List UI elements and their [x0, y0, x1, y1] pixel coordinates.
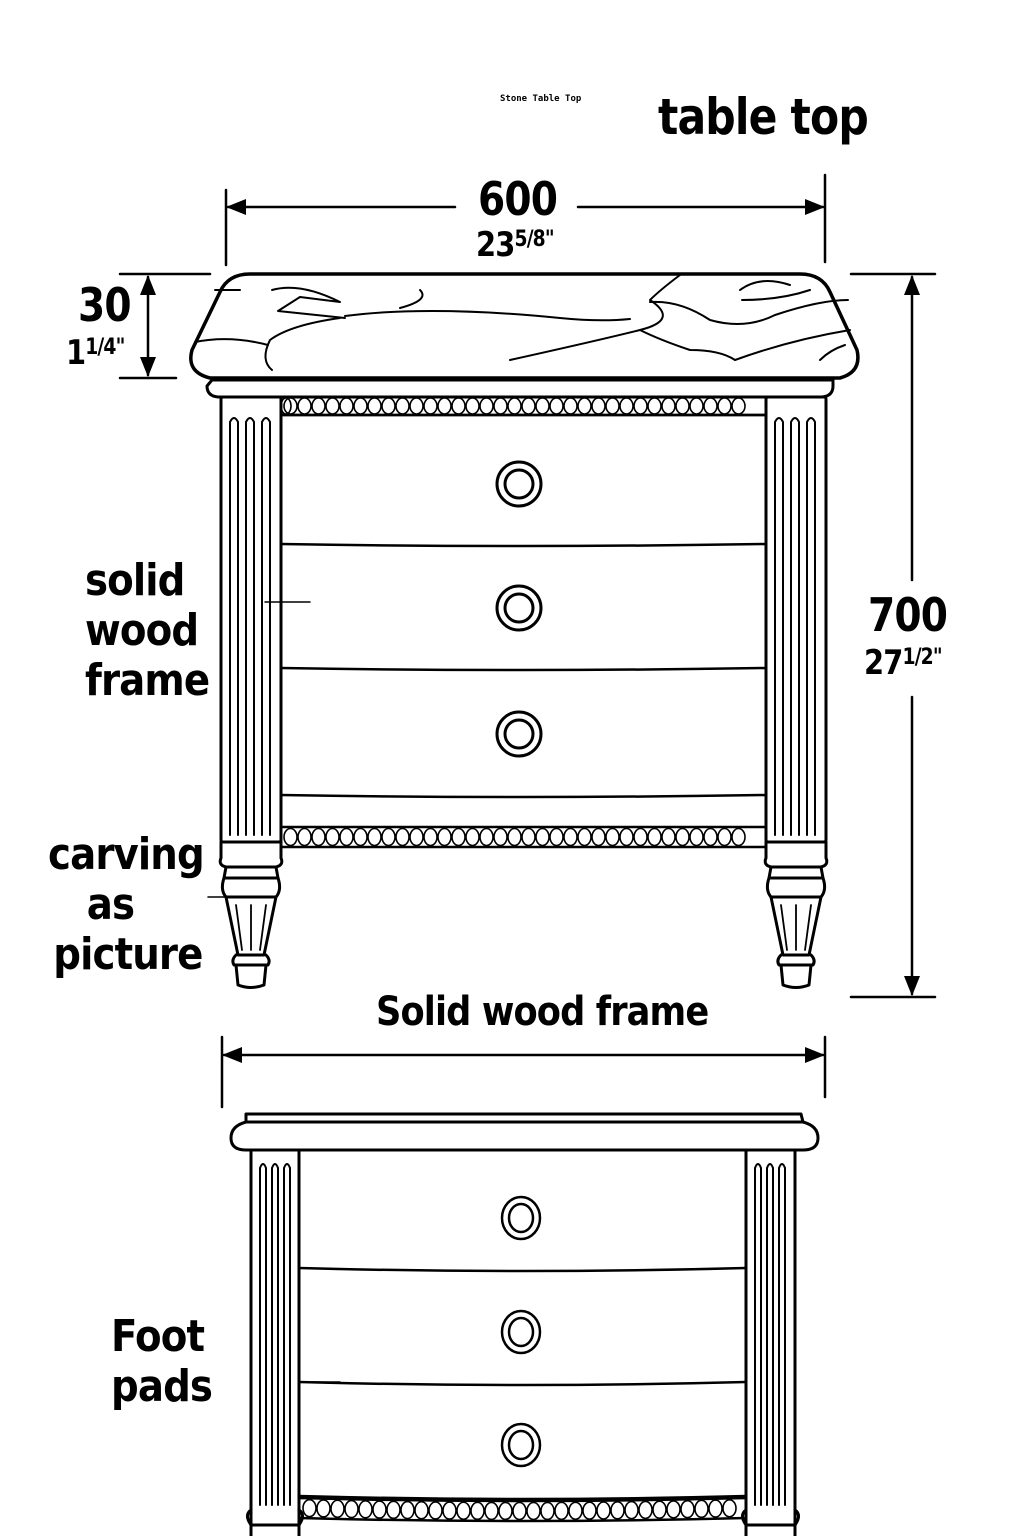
thickness-dimension-line	[118, 272, 212, 380]
left-column-upper	[219, 395, 283, 844]
bead-pattern-top	[283, 397, 746, 415]
height-mm-value: 700	[868, 588, 948, 642]
carving-callout: carving as picture	[48, 829, 205, 980]
upper-drawer-fronts	[279, 413, 768, 827]
callout-line: Foot	[111, 1311, 205, 1362]
left-leg	[207, 840, 284, 989]
upper-drawer-knobs	[495, 460, 543, 758]
callout-line: carving	[48, 829, 205, 880]
thickness-inch-whole: 1	[66, 333, 86, 373]
callout-line: frame	[85, 655, 210, 706]
thickness-mm-value: 30	[78, 278, 132, 332]
height-dimension-line	[849, 272, 937, 999]
width-inch-value: 235/8"	[476, 225, 555, 265]
right-column-lower	[741, 1148, 800, 1536]
width-dimension-line	[224, 173, 827, 267]
beaded-rail-bottom	[279, 825, 768, 849]
thickness-inch-value: 11/4"	[66, 333, 125, 373]
stone-table-top-label: Stone Table Top	[500, 94, 582, 104]
height-inch-fraction: 1/2"	[902, 645, 943, 670]
right-leg	[763, 840, 829, 989]
callout-line: pads	[111, 1361, 213, 1412]
callout-line: wood	[85, 605, 199, 656]
stone-table-top	[189, 272, 860, 380]
lower-drawer-fronts	[297, 1266, 748, 1501]
callout-line: as	[86, 879, 135, 930]
width-inch-whole: 23	[476, 225, 515, 265]
bead-pattern-bottom	[283, 827, 746, 847]
height-inch-whole: 27	[864, 643, 903, 683]
callout-line: solid	[85, 555, 185, 606]
right-column-upper	[764, 395, 828, 844]
bead-pattern-lower	[302, 1498, 737, 1521]
table-top-title: table top	[658, 88, 869, 146]
lower-drawer-knobs	[500, 1195, 542, 1468]
foot-pads-callout: Foot pads	[111, 1311, 213, 1412]
width-mm-value: 600	[478, 172, 558, 226]
thickness-inch-fraction: 1/4"	[85, 335, 125, 360]
width-inch-fraction: 5/8"	[514, 227, 555, 252]
lower-frame-top-rail	[229, 1112, 820, 1152]
callout-line: picture	[53, 929, 203, 980]
solid-wood-frame-caption: Solid wood frame	[376, 989, 709, 1035]
left-column-lower	[246, 1148, 304, 1536]
height-inch-value: 271/2"	[864, 643, 943, 683]
lower-beaded-rail	[297, 1496, 748, 1523]
solid-wood-frame-callout: solid wood frame	[85, 555, 210, 706]
frame-width-dimension-line	[220, 1035, 827, 1109]
top-apron	[205, 378, 835, 399]
